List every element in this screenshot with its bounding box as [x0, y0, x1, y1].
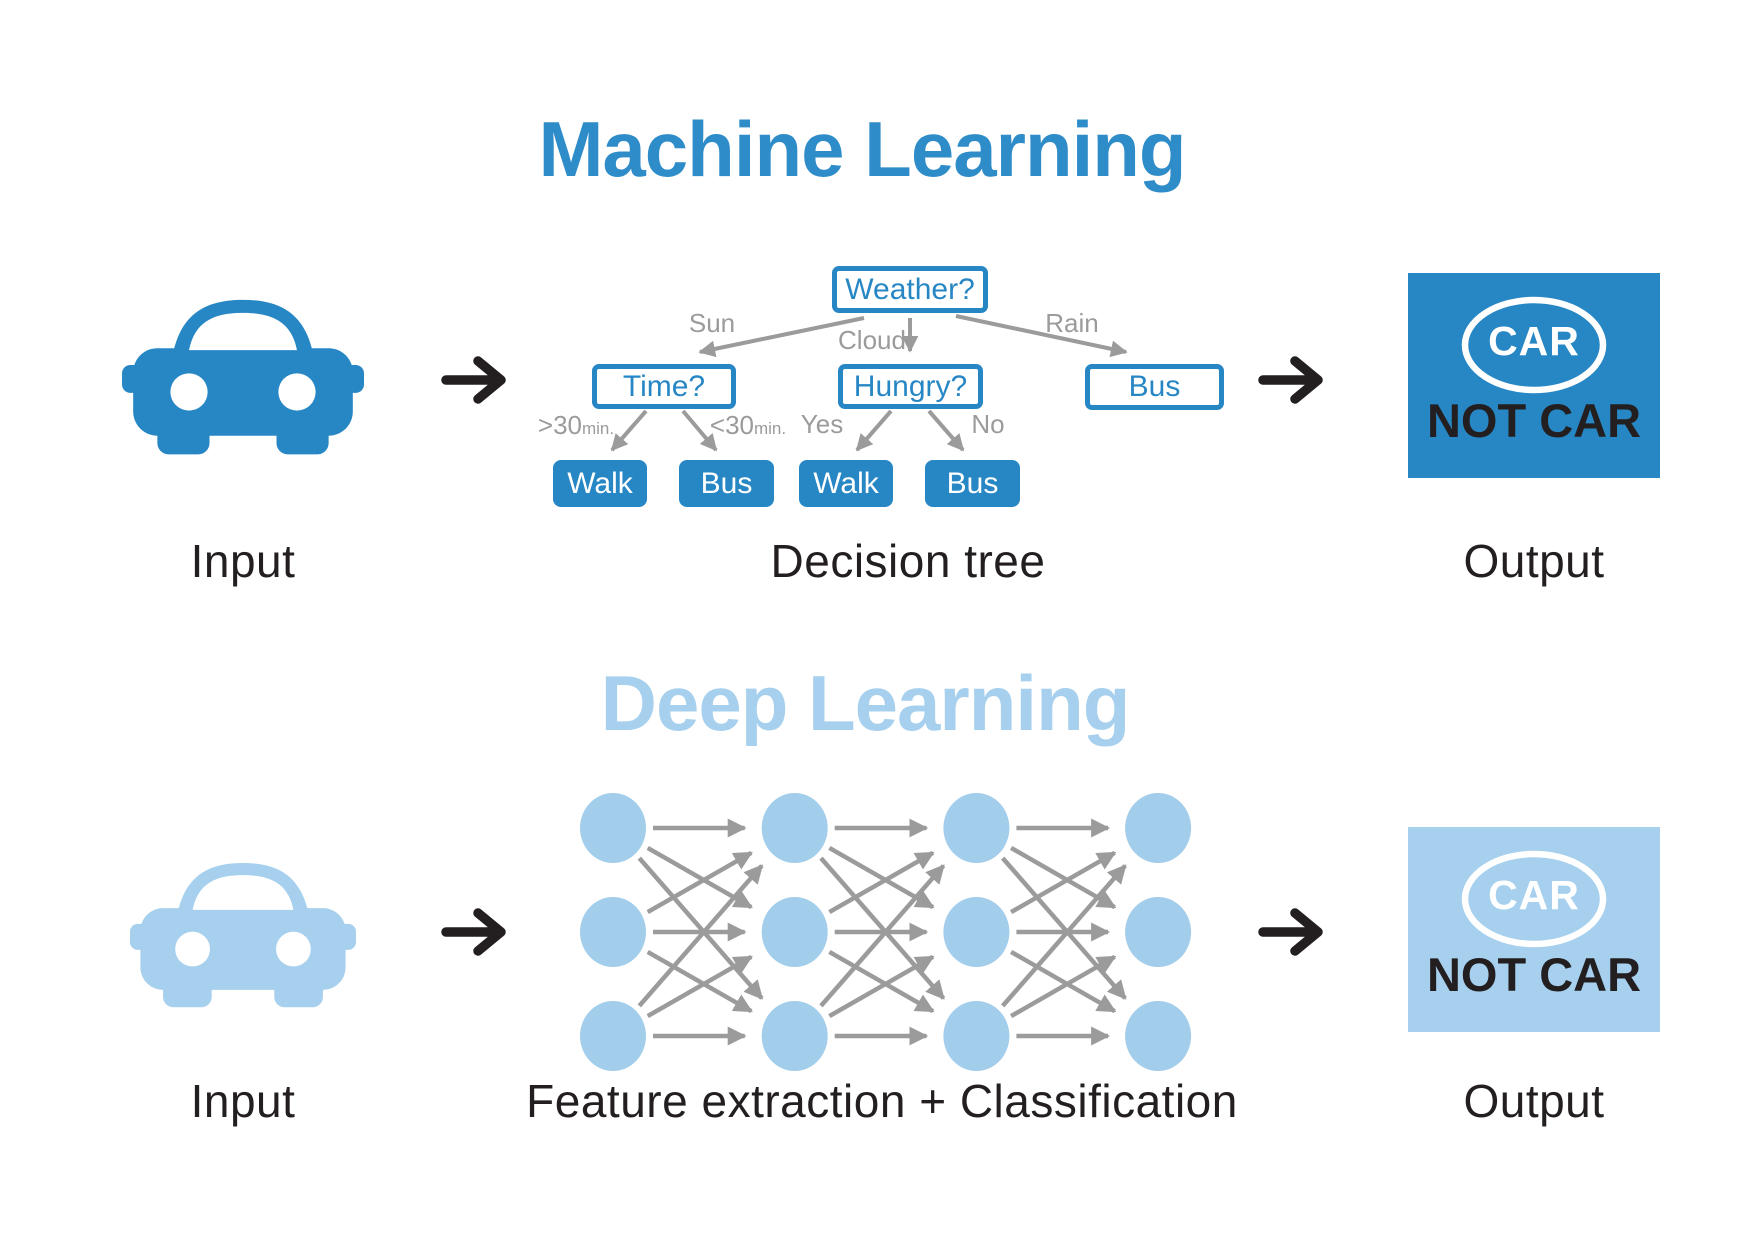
- network-node: [761, 793, 828, 863]
- network-node: [1125, 793, 1192, 863]
- edge-label-no: No: [971, 409, 1005, 439]
- tree-leaf-walk-2: Walk: [799, 460, 893, 507]
- network-node: [943, 897, 1010, 967]
- edge-label-lt30-small: min.: [753, 419, 787, 438]
- flow-arrows: [441, 356, 1323, 956]
- tree-node-time: Time?: [592, 364, 736, 409]
- output-notcar-text-ml: NOT CAR: [1426, 394, 1642, 447]
- car-icon: [122, 299, 364, 455]
- network-node: [943, 793, 1010, 863]
- tree-node-bus-rain: Bus: [1085, 364, 1224, 410]
- network-node: [761, 897, 828, 967]
- network-arrows: [637, 818, 1127, 1046]
- edge-label-gt30-big: >30: [537, 410, 582, 440]
- arrow-network-to-output: [1258, 908, 1323, 956]
- edge-label-yes: Yes: [800, 409, 844, 439]
- arrow-input-to-tree: [441, 356, 506, 404]
- edge-label-rain: Rain: [1045, 308, 1099, 338]
- tree-leaf-walk-1: Walk: [553, 460, 647, 507]
- edge-label-sun: Sun: [688, 308, 736, 338]
- car-badge-ellipse: [1461, 296, 1607, 394]
- arrow-tree-to-output: [1258, 356, 1323, 404]
- network-node: [1125, 897, 1192, 967]
- edge-label-gt30min: >30min.: [538, 412, 614, 438]
- input-label-ml: Input: [190, 535, 296, 587]
- network-node: [580, 1001, 646, 1071]
- car-badge-ellipse: [1461, 850, 1607, 948]
- output-label-dl: Output: [1463, 1075, 1605, 1127]
- feature-extraction-caption: Feature extraction + Classification: [526, 1075, 1238, 1127]
- network-node: [943, 1001, 1010, 1071]
- network-node: [580, 897, 646, 967]
- car-input-icon-dl: [130, 848, 356, 1024]
- tree-leaf-bus-2: Bus: [925, 460, 1020, 507]
- decision-tree-caption: Decision tree: [770, 535, 1046, 587]
- edge-label-gt30-small: min.: [581, 419, 615, 438]
- tree-leaf-bus-1: Bus: [679, 460, 774, 507]
- machine-learning-title: Machine Learning: [538, 105, 1186, 193]
- output-label-ml: Output: [1463, 535, 1605, 587]
- edge-label-lt30min: <30min.: [710, 412, 786, 438]
- input-label-dl: Input: [190, 1075, 296, 1127]
- network-nodes: [580, 793, 1192, 1071]
- decision-tree-arrows: [610, 314, 1128, 452]
- arrow-input-to-network: [441, 908, 506, 956]
- deep-learning-title: Deep Learning: [600, 659, 1131, 747]
- car-icon: [130, 862, 356, 1008]
- tree-node-weather: Weather?: [832, 266, 988, 313]
- output-car-text-ml: CAR: [1488, 318, 1580, 364]
- edge-label-cloud: Cloud: [838, 325, 906, 355]
- edge-label-lt30-big: <30: [709, 410, 754, 440]
- output-car-text-dl: CAR: [1488, 872, 1580, 918]
- network-node: [761, 1001, 828, 1071]
- tree-node-hungry: Hungry?: [838, 364, 983, 409]
- output-notcar-text-dl: NOT CAR: [1426, 948, 1642, 1001]
- network-node: [1125, 1001, 1192, 1071]
- car-input-icon-ml: [122, 284, 364, 472]
- output-box-ml: CAR NOT CAR: [1408, 273, 1660, 478]
- network-node: [580, 793, 646, 863]
- output-box-dl: CAR NOT CAR: [1408, 827, 1660, 1032]
